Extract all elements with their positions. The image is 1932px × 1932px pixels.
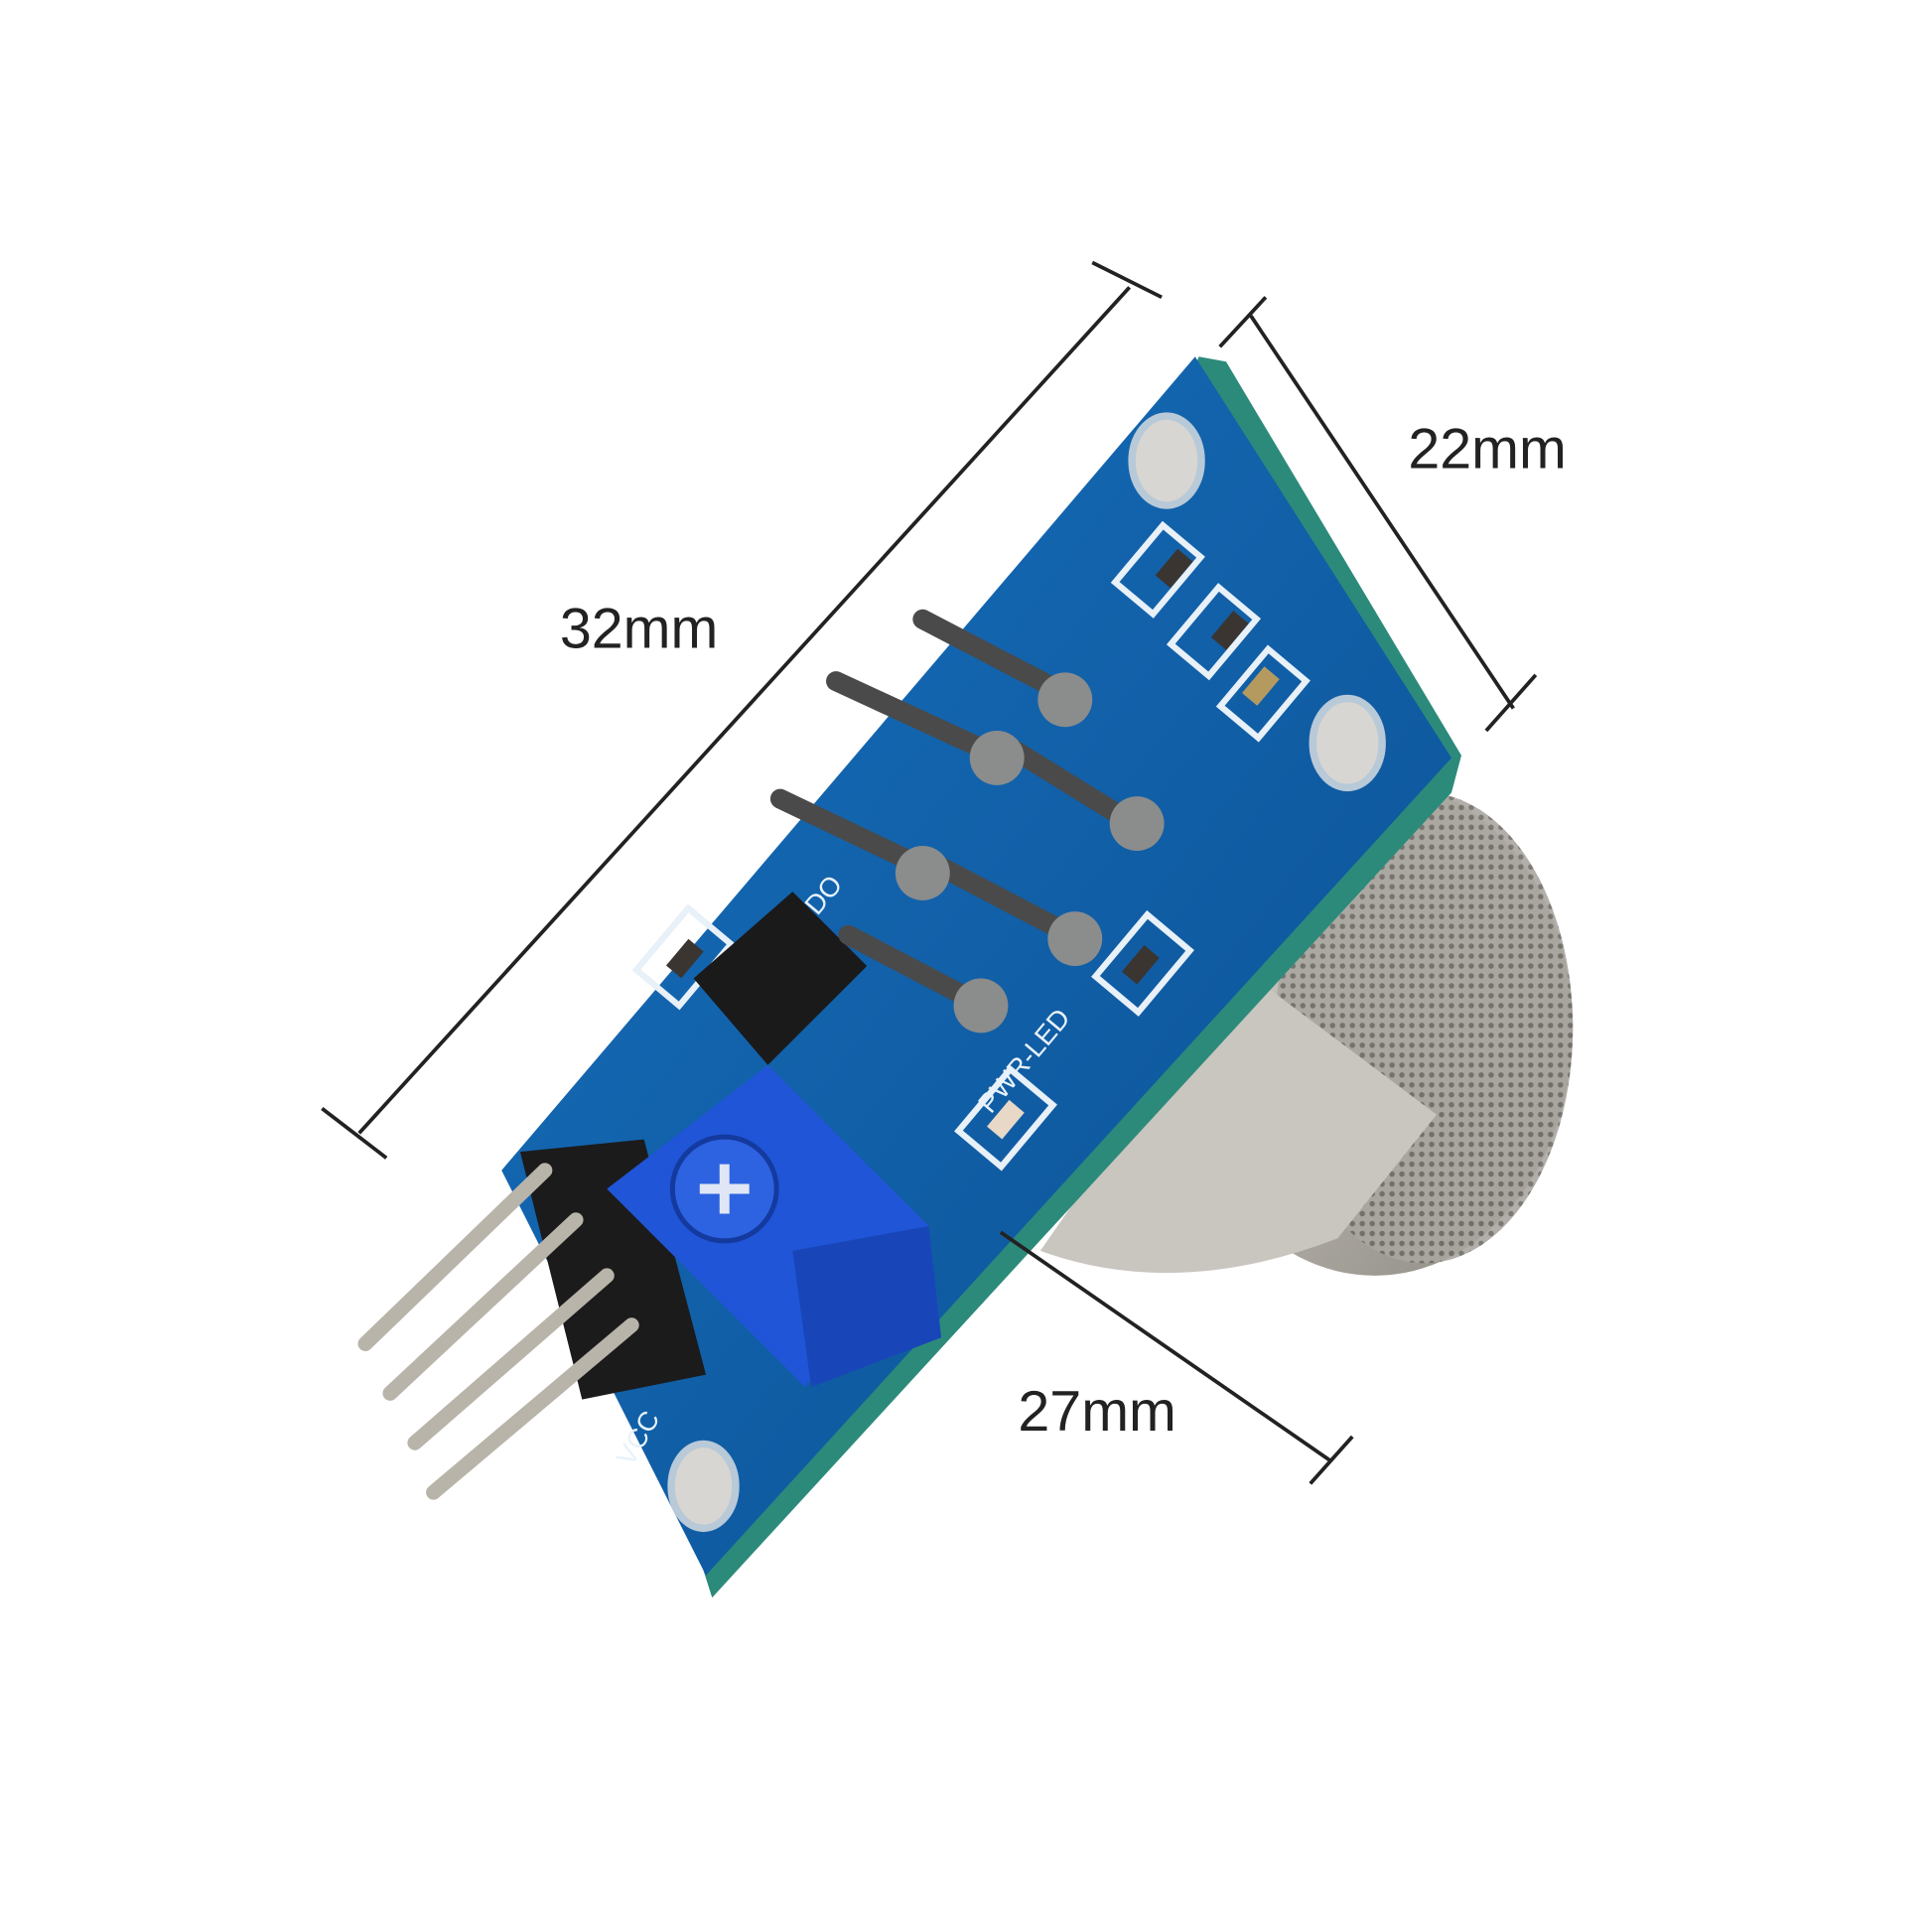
potentiometer: [607, 1064, 942, 1388]
mounting-holes: [667, 412, 1386, 1533]
width-label: 22mm: [1408, 418, 1566, 482]
dimension-line-length: [357, 286, 1132, 1135]
length-label: 32mm: [560, 597, 718, 660]
dimension-line-depth: [999, 1230, 1333, 1463]
comparator-ic: [693, 892, 868, 1065]
dimension-line-width: [1249, 315, 1515, 710]
dimension-lines: [321, 260, 1538, 1485]
rear-header-pins: [769, 609, 1144, 1014]
depth-label: 27mm: [1018, 1380, 1175, 1444]
